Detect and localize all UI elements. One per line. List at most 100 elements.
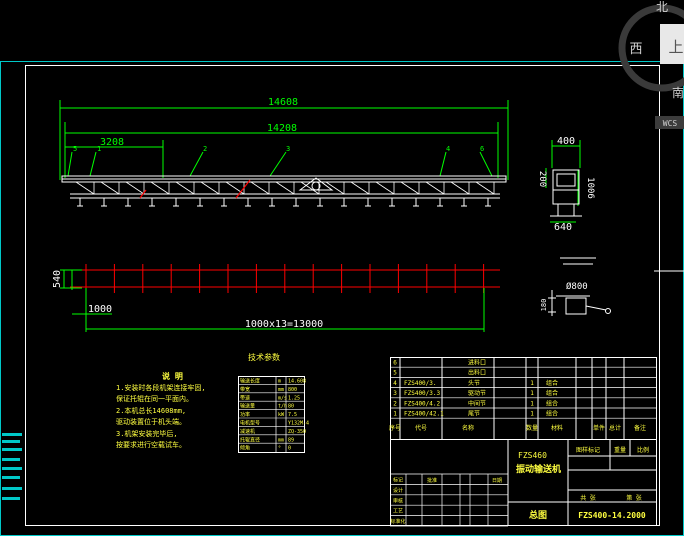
left-palette[interactable] [2, 433, 22, 500]
sign-row-label: 标准化 [390, 518, 405, 525]
wcs-badge[interactable] [655, 116, 684, 129]
sign-row-label: 审核 [393, 497, 403, 504]
dim-plan-repeat: 1000x13=13000 [245, 319, 323, 330]
bom-header-cell: 备注 [634, 424, 646, 432]
truss-diagonal [475, 181, 495, 195]
params-cell-value: 14.608 [288, 379, 306, 385]
viewcube-north[interactable]: 北 [656, 0, 668, 14]
truss-diagonal [175, 181, 195, 195]
bom-header-cell: 单件 [593, 424, 605, 432]
side-view [545, 140, 581, 223]
viewcube-south[interactable]: 南 [672, 85, 684, 100]
dim-plan-width: 540 [52, 270, 63, 288]
dim-left-seg: 3208 [100, 137, 124, 148]
params-cell-name: 输送长度 [240, 378, 260, 385]
truss-diagonal [375, 181, 395, 195]
truss-diagonal [75, 181, 95, 195]
bom-cell: 中间节 [468, 399, 486, 407]
bom-cell: 1 [530, 390, 534, 397]
bom-header-cell: 代号 [415, 424, 427, 432]
truss-diagonal [325, 181, 345, 195]
sign-row-label: 工艺 [393, 509, 403, 515]
dim-side-base: 640 [554, 222, 572, 233]
viewcube-west[interactable]: 西 [629, 42, 642, 57]
stage-label: 图样标记 [576, 446, 600, 454]
detail-height: 180 [540, 299, 548, 312]
bom-cell: 进料口 [468, 359, 486, 367]
truss-diagonal [250, 181, 270, 195]
params-title: 技术参数 [248, 352, 280, 362]
truss-diagonal [150, 181, 170, 195]
params-cell-unit: mm [278, 437, 284, 443]
viewcube-top-face[interactable] [660, 24, 684, 64]
params-cell-value: Y132M-4 [288, 421, 309, 427]
params-cell-value: 0 [288, 446, 291, 452]
bom-cell: 1 [530, 400, 534, 407]
callout-4: 4 [446, 145, 450, 153]
dim-frame-length: 14208 [267, 123, 297, 134]
scale-label: 比例 [637, 446, 649, 454]
truss-diagonal [425, 181, 445, 195]
params-cell-name: 托辊直径 [240, 436, 260, 443]
title-block [390, 439, 657, 526]
truss-diagonal [225, 181, 245, 195]
dim-total-length: 14608 [268, 97, 298, 108]
dim-plan-offset: 1000 [88, 304, 112, 315]
truss-diagonal [100, 181, 120, 195]
truss-diagonal [400, 181, 420, 195]
bom-cell: 1 [530, 411, 534, 418]
bom-cell: 出料口 [468, 369, 486, 377]
params-cell-value: 89 [288, 437, 294, 443]
notes-line-3: 2.本机总长14608mm, [116, 406, 186, 415]
bom-cell: FZS400/4.2 [404, 400, 441, 407]
params-cell-name: 功率 [240, 411, 250, 418]
bom-cell: 组合 [546, 389, 558, 397]
bom-cell: 4 [393, 380, 397, 387]
viewcube-top[interactable]: 上 [668, 38, 683, 56]
bom-header-cell: 名称 [462, 424, 474, 432]
truss-diagonal [125, 181, 145, 195]
bom-header-cell: 序号 [389, 424, 401, 432]
truss-diagonal [200, 181, 220, 195]
notes-line-6: 按要求进行空载试车。 [116, 440, 186, 449]
params-cell-unit: m/s [278, 395, 287, 401]
notes-line-5: 3.机架安装完毕后, [116, 429, 178, 438]
truss-diagonal [450, 181, 470, 195]
params-cell-unit: ° [278, 446, 281, 452]
bom-cell: 1 [393, 411, 397, 418]
weight-label: 重量 [614, 446, 626, 454]
params-cell-name: 减速机 [240, 428, 255, 435]
params-cell-name: 带宽 [240, 386, 250, 393]
params-cell-value: 800 [288, 387, 297, 393]
notes-block: 说 明 1.安装时各段机架连接牢固, 保证托辊在同一平面内。 2.本机总长146… [116, 371, 206, 449]
dim-side-width: 400 [557, 136, 575, 147]
viewcube[interactable] [618, 4, 684, 92]
side-view-body [550, 169, 582, 217]
params-cell-name: 倾角 [240, 445, 250, 452]
bom-cell: 尾节 [468, 410, 480, 418]
bom-cell: FZS400/3.3 [404, 390, 441, 397]
callout-1: 1 [97, 145, 101, 153]
notes-line-1: 1.安装时各段机架连接牢固, [116, 383, 206, 392]
bom-header-cell: 数量 [526, 424, 538, 432]
bom-cell: 5 [393, 370, 397, 377]
bom-cell: 驱动节 [468, 389, 486, 397]
params-cell-value: 80 [288, 404, 294, 410]
callout-5: 5 [73, 145, 77, 153]
params-cell-value: ZQ-350 [288, 429, 306, 435]
bom-cell: 3 [393, 390, 397, 397]
sign-row-label: 日期 [492, 478, 502, 484]
params-cell-value: 7.5 [288, 412, 297, 418]
notes-line-2: 保证托辊在同一平面内。 [116, 394, 193, 403]
params-cell-value: 1.25 [288, 395, 300, 401]
wcs-label[interactable]: WCS [663, 119, 678, 128]
notes-title: 说 明 [162, 371, 183, 381]
sign-row-label: 设计 [393, 487, 403, 494]
product-name: 振动输送机 [516, 463, 561, 475]
detail-dia: Ø800 [566, 281, 588, 292]
sign-row-label: 批准 [427, 477, 437, 484]
bom-cell: 组合 [546, 379, 558, 387]
